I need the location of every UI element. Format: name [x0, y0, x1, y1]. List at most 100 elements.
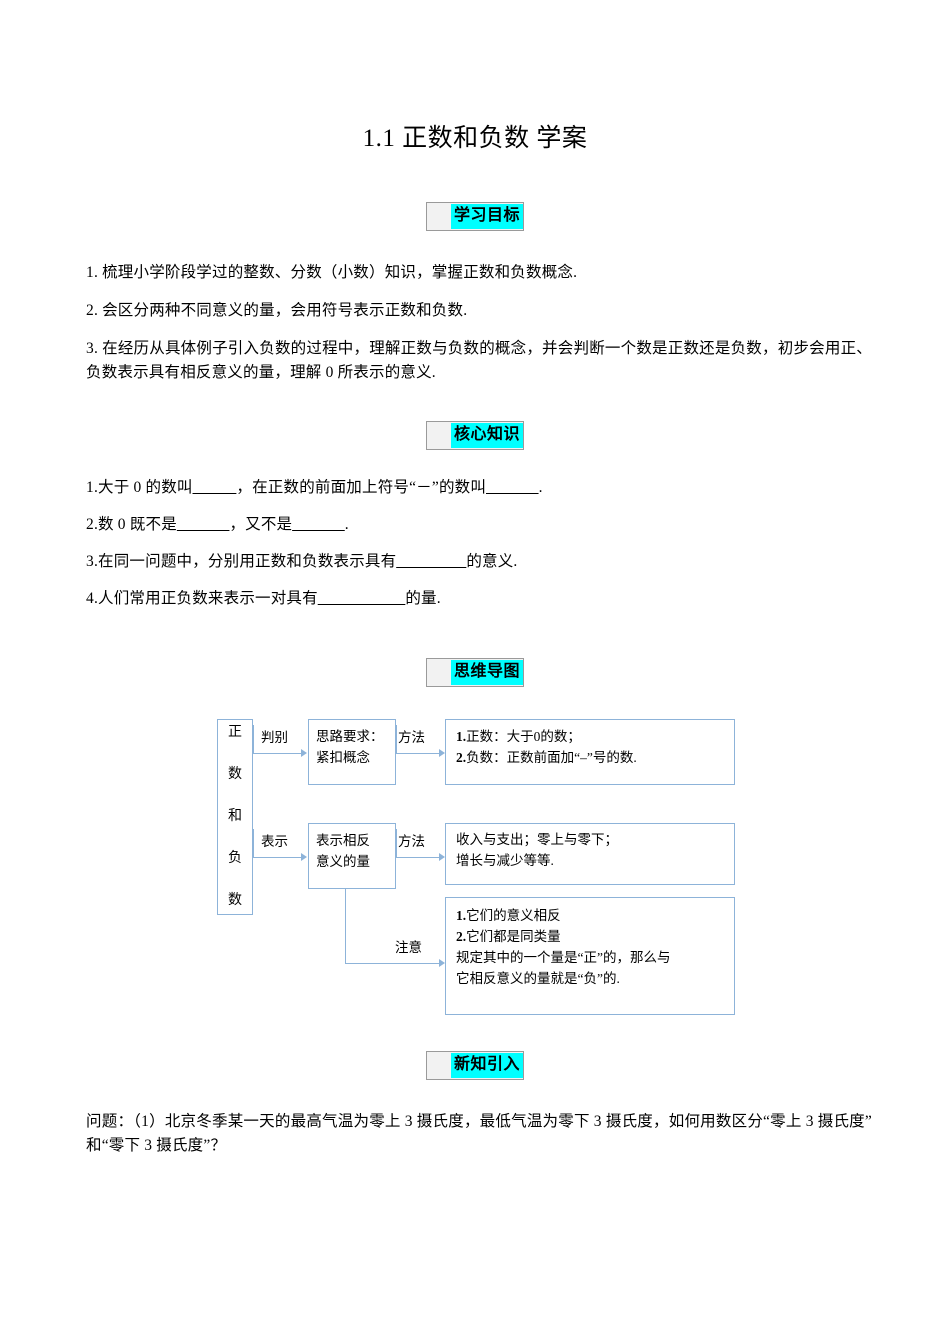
box-judge-line-2: 紧扣概念: [316, 750, 370, 766]
section-header-objectives: 学习目标: [0, 202, 950, 231]
connector-express-to-note-horizontal: [345, 963, 440, 965]
ck4-prefix: 4.人们常用正负数来表示一对具有: [86, 590, 318, 608]
section-header-new-knowledge: 新知引入: [0, 1051, 950, 1081]
section-header-core-knowledge: 核心知识: [0, 421, 950, 451]
edge-label-fangfa-1: 方法: [398, 730, 425, 746]
spacer: [0, 1080, 950, 1110]
box-note-line-1: 1.它们的意义相反: [456, 906, 728, 927]
box-method2-line-2: 增长与减少等等.: [456, 853, 554, 869]
mindmap-box-express: 表示相反 意义的量: [308, 823, 396, 890]
spacer: [0, 687, 950, 705]
spacer: [0, 450, 950, 476]
core-knowledge-item-1: 1.大于 0 的数叫_____，在正数的前面加上符号“－”的数叫______.: [86, 476, 872, 500]
mindmap-diagram: 正 数 和 负 数 判别 表示 思路要求： 紧扣概念 表示相反 意义的量 方法: [195, 705, 755, 1025]
box-method2-line-1: 收入与支出；零上与零下；: [456, 832, 618, 848]
new-knowledge-body: 问题：（1）北京冬季某一天的最高气温为零上 3 摄氏度，最低气温为零下 3 摄氏…: [0, 1110, 950, 1158]
badge-new-knowledge: 新知引入: [425, 1051, 524, 1081]
ck2-suffix: .: [344, 516, 349, 534]
edge-label-biaoshi: 表示: [261, 834, 288, 850]
ck2-blank-1[interactable]: ______: [176, 516, 230, 534]
ck3-suffix: 的意义.: [466, 553, 518, 571]
connector-root-to-express-horizontal: [253, 857, 302, 859]
connector-root-to-judge-vertical: [253, 725, 254, 754]
arrow-judge-to-method1: [439, 749, 445, 758]
ck2-prefix: 2.数 0 既不是: [86, 516, 177, 534]
arrow-express-to-note: [439, 959, 445, 968]
root-char-3: 和: [228, 809, 242, 825]
root-char-4: 负: [228, 851, 242, 867]
root-char-2: 数: [228, 767, 242, 783]
box-express-line-1: 表示相反: [316, 833, 370, 849]
ck3-blank-1[interactable]: ________: [396, 553, 467, 571]
box-note-line-2: 2.它们都是同类量: [456, 927, 728, 948]
spacer: [0, 624, 950, 658]
connector-express-to-method2-vertical: [396, 829, 397, 858]
badge-label-objectives: 学习目标: [450, 204, 523, 229]
box-method1-line-2: 2.负数：正数前面加“–”号的数.: [456, 748, 728, 769]
spacer: [0, 399, 950, 421]
box-method1-line-1-text: 正数：大于0的数；: [466, 729, 581, 745]
core-knowledge-item-4: 4.人们常用正负数来表示一对具有__________的量.: [86, 587, 872, 611]
box-express-line-2: 意义的量: [316, 854, 370, 870]
ck1-blank-2[interactable]: ______: [486, 479, 539, 497]
box-note-line-1-text: 它们的意义相反: [466, 908, 561, 924]
ck1-prefix: 1.大于 0 的数叫: [86, 479, 193, 497]
badge-mindmap: 思维导图: [425, 658, 524, 688]
box-note-line-2-text: 它们都是同类量: [466, 929, 561, 945]
badge-label-mindmap: 思维导图: [450, 660, 523, 686]
spacer: [0, 231, 950, 261]
box-judge-line-1: 思路要求：: [316, 729, 384, 745]
core-knowledge-item-3: 3.在同一问题中，分别用正数和负数表示具有________的意义.: [86, 550, 872, 574]
box-note-line-1-num: 1.: [456, 908, 467, 924]
core-knowledge-item-2: 2.数 0 既不是______，又不是______.: [86, 513, 872, 537]
badge-objectives: 学习目标: [425, 202, 524, 231]
badge-label-new-knowledge: 新知引入: [450, 1053, 523, 1079]
edge-label-zhuyi: 注意: [395, 940, 422, 956]
edge-label-panbie: 判别: [261, 730, 288, 746]
ck4-blank-1[interactable]: __________: [317, 590, 406, 608]
box-method1-line-2-num: 2.: [456, 750, 467, 766]
objective-item-3: 3. 在经历从具体例子引入负数的过程中，理解正数与负数的概念，并会判断一个数是正…: [86, 340, 872, 382]
connector-judge-to-method1-vertical: [396, 725, 397, 754]
connector-root-to-judge-horizontal: [253, 753, 302, 755]
mindmap-root-box: 正 数 和 负 数: [217, 719, 253, 916]
ck2-blank-2[interactable]: ______: [292, 516, 345, 534]
arrow-root-to-judge: [301, 749, 307, 758]
root-char-1: 正: [228, 725, 242, 741]
box-note-line-3: 规定其中的一个量是“正”的，那么与: [456, 949, 671, 965]
objectives-body: 1. 梳理小学阶段学过的整数、分数（小数）知识，掌握正数和负数概念. 2. 会区…: [0, 261, 950, 385]
ck1-middle: ，在正数的前面加上符号“－”的数叫: [236, 479, 487, 497]
spacer: [0, 1025, 950, 1051]
mindmap-box-judge: 思路要求： 紧扣概念: [308, 719, 396, 786]
box-method1-line-1: 1.正数：大于0的数；: [456, 727, 728, 748]
section-header-mindmap: 思维导图: [0, 658, 950, 688]
root-char-5: 数: [228, 893, 242, 909]
objective-item-1: 1. 梳理小学阶段学过的整数、分数（小数）知识，掌握正数和负数概念.: [86, 264, 578, 281]
ck4-suffix: 的量.: [405, 590, 441, 608]
arrow-express-to-method2: [439, 853, 445, 862]
page-title: 1.1 正数和负数 学案: [362, 125, 588, 152]
badge-label-core-knowledge: 核心知识: [450, 423, 523, 449]
core-knowledge-body: 1.大于 0 的数叫_____，在正数的前面加上符号“－”的数叫______. …: [0, 476, 950, 611]
mindmap-box-method-2: 收入与支出；零上与零下； 增长与减少等等.: [445, 823, 735, 886]
arrow-root-to-express: [301, 853, 307, 862]
badge-core-knowledge: 核心知识: [425, 421, 524, 451]
box-note-line-2-num: 2.: [456, 929, 467, 945]
connector-express-to-method2-horizontal: [396, 857, 440, 859]
box-method1-line-2-text: 负数：正数前面加“–”号的数.: [466, 750, 637, 766]
objective-item-2: 2. 会区分两种不同意义的量，会用符号表示正数和负数.: [86, 302, 468, 320]
box-note-line-4: 它相反意义的量就是“负”的.: [456, 970, 620, 986]
ck1-suffix: .: [538, 479, 543, 497]
mindmap-box-method-1: 1.正数：大于0的数； 2.负数：正数前面加“–”号的数.: [445, 719, 735, 786]
connector-express-to-note-vertical: [345, 889, 346, 964]
edge-label-fangfa-2: 方法: [398, 834, 425, 850]
mindmap-box-note: 1.它们的意义相反 2.它们都是同类量 规定其中的一个量是“正”的，那么与 它相…: [445, 897, 735, 1016]
ck1-blank-1[interactable]: _____: [192, 479, 237, 497]
new-knowledge-question-1: 问题：（1）北京冬季某一天的最高气温为零上 3 摄氏度，最低气温为零下 3 摄氏…: [86, 1113, 872, 1155]
ck2-middle: ，又不是: [229, 516, 293, 534]
connector-judge-to-method1-horizontal: [396, 753, 440, 755]
ck3-prefix: 3.在同一问题中，分别用正数和负数表示具有: [86, 553, 397, 571]
spacer: [0, 154, 950, 202]
box-method1-line-1-num: 1.: [456, 729, 467, 745]
